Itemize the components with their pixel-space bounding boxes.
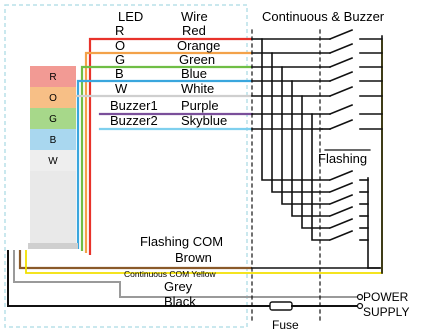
wire-label-skyblue: Skyblue <box>181 113 227 128</box>
wire-column-header: Wire <box>181 9 208 24</box>
flash-switch-blade-2 <box>328 193 354 206</box>
wire-label-white: White <box>181 81 214 96</box>
wire-orange <box>84 51 252 253</box>
wire-label-green: Green <box>179 52 215 67</box>
flash-switch-blade-1 <box>328 181 354 194</box>
led-label-r: R <box>115 23 124 38</box>
tower-base <box>30 171 76 243</box>
flash-drop-2 <box>281 67 330 205</box>
switch-network <box>261 28 383 274</box>
tower-enclosure-outline <box>4 4 248 328</box>
tower-segment-b <box>30 129 76 150</box>
flash-switch-blade-0 <box>328 169 354 182</box>
led-label-o: O <box>115 38 125 53</box>
grey-wire <box>13 250 360 298</box>
power-supply-label-line1: POWER <box>363 290 409 304</box>
wire-label-orange: Orange <box>177 38 220 53</box>
flash-drop-5 <box>311 114 330 241</box>
tower-segment-label-b: B <box>50 135 57 146</box>
wire-table: R Red O Orange G Green B Blue W White Bu… <box>110 23 227 128</box>
led-column-header: LED <box>118 9 143 24</box>
power-supply-label-line2: SUPPLY <box>363 305 409 319</box>
cont-switch-blade-3 <box>328 70 354 83</box>
wire-label-blue: Blue <box>181 66 207 81</box>
flashing-com-label: Flashing COM <box>140 234 223 249</box>
cont-switch-blade-0 <box>328 28 354 41</box>
cont-switch-blade-4 <box>328 85 354 98</box>
led-label-w: W <box>115 81 128 96</box>
continuous-com-yellow-label: Continuous COM Yellow <box>124 269 217 279</box>
flash-drop-0 <box>261 39 330 181</box>
tower-segment-label-r: R <box>49 72 56 83</box>
flashing-label: Flashing <box>318 151 367 166</box>
tower-segment-w <box>30 150 76 171</box>
flash-drop-1 <box>271 53 330 193</box>
cont-switch-blade-6 <box>328 118 354 131</box>
wire-blue <box>76 79 252 249</box>
cont-switch-blade-5 <box>328 103 354 116</box>
grey-wire-label: Grey <box>164 279 193 294</box>
brown-wire-label: Brown <box>175 250 212 265</box>
led-label-buzzer1: Buzzer1 <box>110 98 158 113</box>
led-label-g: G <box>115 52 125 67</box>
power-terminal-2 <box>356 302 364 310</box>
tower-segment-label-w: W <box>48 156 58 167</box>
power-terminal-1 <box>356 293 364 301</box>
cont-switch-blade-2 <box>328 56 354 69</box>
wire-label-purple: Purple <box>181 98 219 113</box>
black-wire <box>7 250 270 307</box>
black-wire-label: Black <box>164 294 196 309</box>
tower-segment-label-o: O <box>49 93 57 104</box>
flash-switch-blade-4 <box>328 217 354 230</box>
wire-green <box>80 65 252 251</box>
fuse-label: Fuse <box>272 318 299 332</box>
wire-label-red: Red <box>182 23 206 38</box>
continuous-buzzer-label: Continuous & Buzzer <box>262 9 385 24</box>
flash-switch-blade-5 <box>328 229 354 242</box>
tower-segment-label-g: G <box>49 114 57 125</box>
brown-wire <box>18 250 252 270</box>
fuse-symbol <box>269 301 293 311</box>
led-label-buzzer2: Buzzer2 <box>110 113 158 128</box>
led-label-b: B <box>115 66 124 81</box>
cont-switch-blade-1 <box>328 42 354 55</box>
wire-red <box>88 37 252 255</box>
tower-segment-g <box>30 108 76 129</box>
tower-segment-r <box>30 66 76 87</box>
flash-drop-3 <box>291 81 330 217</box>
tower-segment-o <box>30 87 76 108</box>
flash-drop-4 <box>301 96 330 229</box>
tower-base-foot <box>28 243 78 249</box>
flash-switch-blade-3 <box>328 205 354 218</box>
